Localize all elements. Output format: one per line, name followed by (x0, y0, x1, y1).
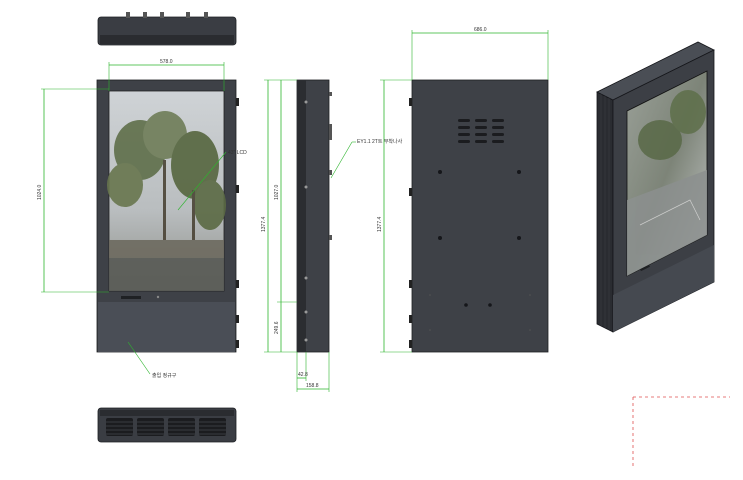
isometric-view (596, 41, 715, 333)
bottom-note: 출입 정규구 (152, 372, 177, 379)
dim-side-height-total: 1377.4 (261, 216, 267, 232)
bolt-note: EY1.1 2T트 부착나사 (357, 138, 403, 145)
top-view (97, 12, 237, 46)
dim-side-depth-total: 158.8 (306, 383, 319, 389)
back-view: 686.0 1377.4 (377, 27, 549, 353)
dim-front-screen-height: 1024.0 (37, 184, 43, 200)
dim-side-height-upper: 1027.0 (274, 184, 280, 200)
bottom-vent-grid (106, 418, 226, 436)
dim-side-height-lower: 249.6 (274, 321, 280, 334)
dim-back-width: 686.0 (474, 27, 487, 33)
tree-illustration (107, 111, 226, 291)
front-view: 578.0 1024.0 43" LCD 출입 정규구 (37, 59, 247, 379)
bottom-view (97, 407, 237, 443)
corner-marker (632, 396, 730, 468)
dim-side-depth-small: 42.8 (298, 372, 308, 378)
vent-slots (458, 119, 504, 143)
side-view: 1377.4 1027.0 249.6 42.8 158.8 EY1.1 2T트… (261, 79, 403, 392)
lcd-note: 43" LCD (228, 150, 247, 156)
dim-back-height: 1377.4 (377, 216, 383, 232)
dim-front-width: 578.0 (160, 59, 173, 65)
